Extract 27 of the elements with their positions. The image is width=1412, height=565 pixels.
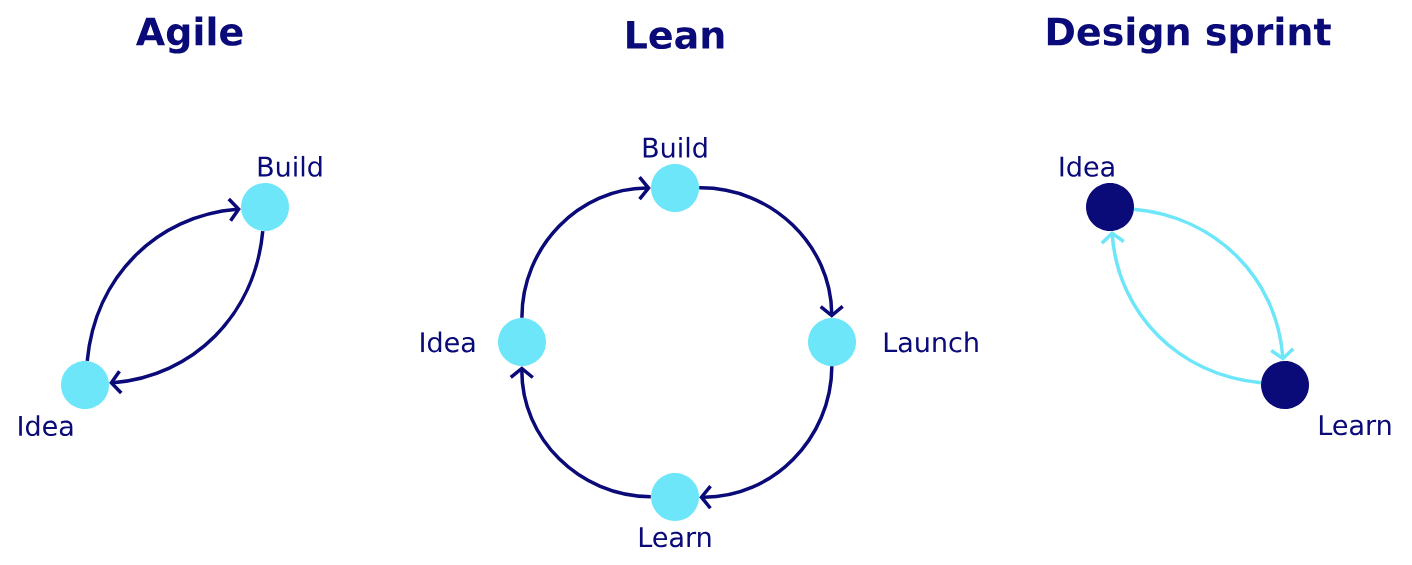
arrow — [1133, 207, 1295, 361]
arrow — [109, 230, 265, 395]
node-label: Launch — [884, 331, 978, 353]
heading: Design sprint — [1047, 16, 1331, 54]
circle-node — [808, 318, 856, 366]
arrow — [699, 366, 834, 510]
arrow — [509, 366, 651, 499]
node-label: Idea — [1060, 155, 1114, 177]
node-label: Idea — [421, 331, 475, 353]
circle-node — [651, 473, 699, 521]
circle-node — [651, 164, 699, 212]
circle-node — [498, 318, 546, 366]
node-label: Build — [643, 136, 707, 158]
node-label: Build — [258, 155, 322, 177]
circle-node — [1261, 361, 1309, 409]
circle-node — [61, 361, 109, 409]
node-label: Idea — [19, 415, 73, 437]
heading: Agile — [136, 16, 243, 54]
circle-node — [1086, 183, 1134, 231]
arrow — [699, 186, 844, 318]
node-label: Learn — [639, 527, 711, 548]
arrow — [520, 176, 651, 318]
arrow — [85, 197, 241, 362]
circle-node — [241, 183, 289, 231]
node-label: Learn — [1319, 415, 1391, 436]
arrow — [1100, 231, 1262, 385]
heading: Lean — [627, 20, 724, 50]
